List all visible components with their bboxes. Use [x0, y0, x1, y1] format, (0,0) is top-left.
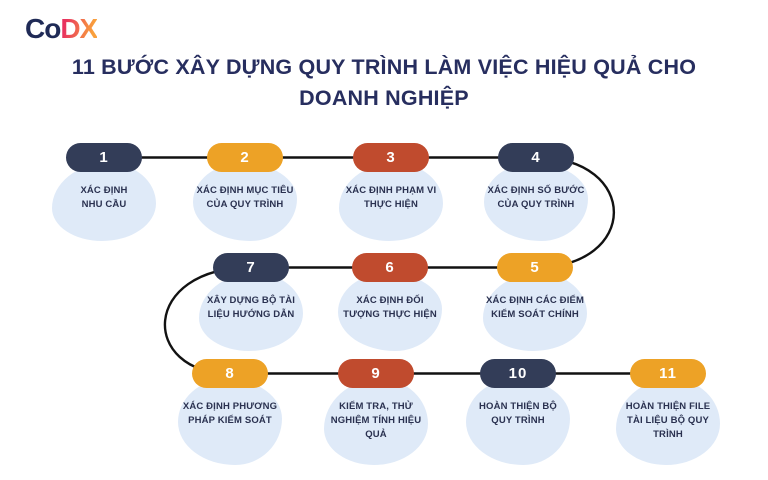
step-blob	[466, 379, 570, 465]
logo-text-accent: DX	[60, 13, 98, 44]
step-number-badge: 2	[207, 143, 283, 172]
step-label: XÁC ĐỊNH CÁC ĐIỂM KIỂM SOÁT CHÍNH	[485, 295, 585, 320]
step-10: 10 HOÀN THIỆN BỘ QUY TRÌNH	[453, 359, 583, 465]
step-label: XÁC ĐỊNH ĐỐI TƯỢNG THỰC HIỆN	[343, 295, 437, 320]
step-blob	[178, 379, 282, 465]
step-2: 2 XÁC ĐỊNH MỤC TIÊU CỦA QUY TRÌNH	[180, 143, 310, 241]
step-number-badge: 5	[497, 253, 573, 282]
step-number-badge: 11	[630, 359, 706, 388]
step-5: 5 XÁC ĐỊNH CÁC ĐIỂM KIỂM SOÁT CHÍNH	[470, 253, 600, 351]
step-9: 9 KIỂM TRA, THỬ NGHIỆM TÍNH HIỆU QUẢ	[311, 359, 441, 465]
step-4: 4 XÁC ĐỊNH SỐ BƯỚC CỦA QUY TRÌNH	[471, 143, 601, 241]
step-blob	[616, 379, 720, 465]
step-number-badge: 8	[192, 359, 268, 388]
step-number-badge: 10	[480, 359, 556, 388]
page-title: 11 BƯỚC XÂY DỰNG QUY TRÌNH LÀM VIỆC HIỆU…	[71, 55, 697, 110]
step-3: 3 XÁC ĐỊNH PHẠM VI THỰC HIỆN	[326, 143, 456, 241]
logo-text-primary: Co	[25, 13, 61, 44]
step-label: XÂY DỰNG BỘ TÀI LIỆU HƯỚNG DẪN	[206, 295, 296, 320]
step-6: 6 XÁC ĐỊNH ĐỐI TƯỢNG THỰC HIỆN	[325, 253, 455, 351]
step-number-badge: 1	[66, 143, 142, 172]
step-label: HOÀN THIỆN BỘ QUY TRÌNH	[479, 401, 557, 426]
step-number-badge: 4	[498, 143, 574, 172]
step-number-badge: 7	[213, 253, 289, 282]
step-label: XÁC ĐỊNH MỤC TIÊU CỦA QUY TRÌNH	[196, 185, 294, 210]
step-blob	[324, 379, 428, 465]
step-label: XÁC ĐỊNH NHU CẦU	[80, 185, 128, 210]
codx-logo: CoDX	[25, 13, 98, 45]
step-7: 7 XÂY DỰNG BỘ TÀI LIỆU HƯỚNG DẪN	[186, 253, 316, 351]
step-8: 8 XÁC ĐỊNH PHƯƠNG PHÁP KIỂM SOÁT	[165, 359, 295, 465]
step-label: XÁC ĐỊNH SỐ BƯỚC CỦA QUY TRÌNH	[487, 185, 585, 210]
step-11: 11 HOÀN THIỆN FILE TÀI LIỆU BỘ QUY TRÌNH	[603, 359, 733, 465]
step-number-badge: 9	[338, 359, 414, 388]
step-number-badge: 6	[352, 253, 428, 282]
step-label: HOÀN THIỆN FILE TÀI LIỆU BỘ QUY TRÌNH	[625, 401, 711, 440]
step-number-badge: 3	[353, 143, 429, 172]
step-label: KIỂM TRA, THỬ NGHIỆM TÍNH HIỆU QUẢ	[330, 401, 422, 440]
step-label: XÁC ĐỊNH PHẠM VI THỰC HIỆN	[345, 185, 437, 210]
step-1: 1 XÁC ĐỊNH NHU CẦU	[39, 143, 169, 241]
step-label: XÁC ĐỊNH PHƯƠNG PHÁP KIỂM SOÁT	[182, 401, 278, 426]
